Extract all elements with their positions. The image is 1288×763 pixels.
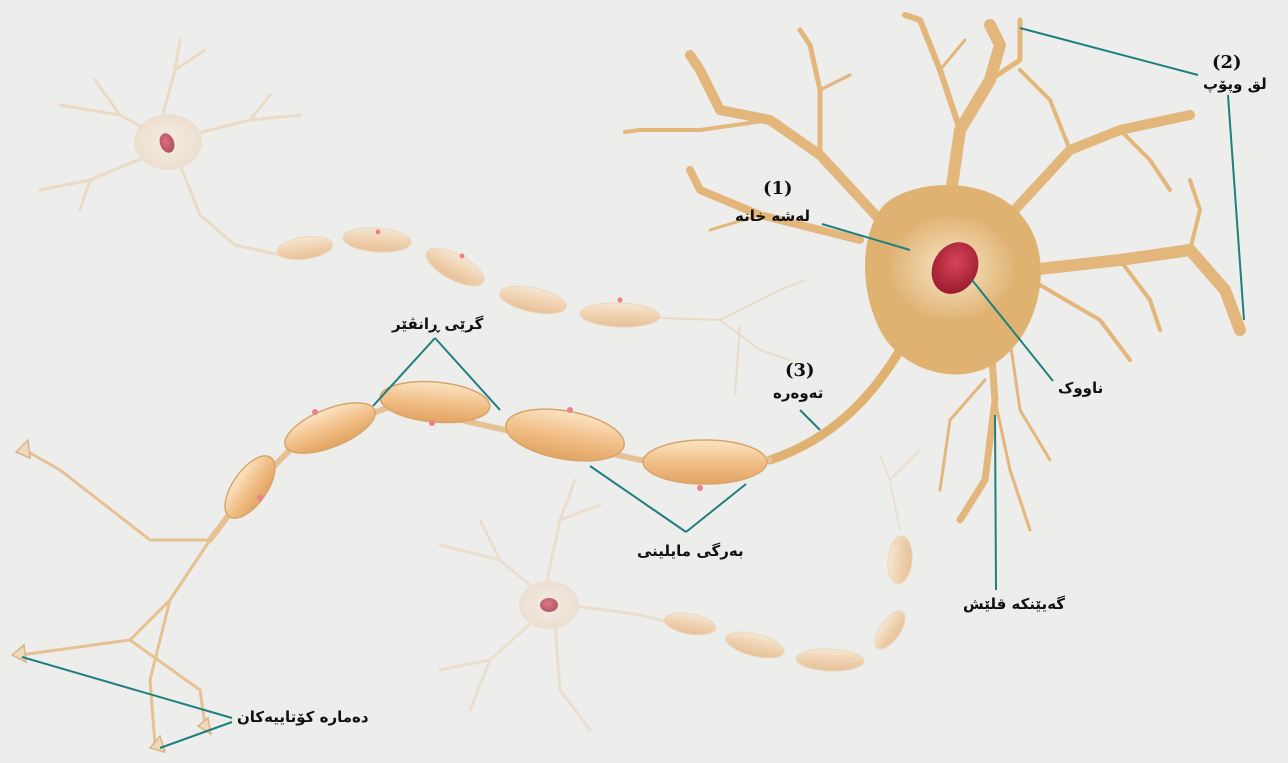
axon-number: (3): [785, 360, 815, 381]
nodes-of-ranvier-label: گرێی ڕانڤێر: [392, 315, 483, 333]
upper-left-neuron: [40, 40, 805, 395]
myelin-sheath-label: بەرگی مایلینی: [637, 542, 744, 560]
dendrites-label: لق وپۆپ: [1203, 75, 1267, 93]
axon-terminal-knobs: [12, 440, 211, 752]
lower-center-neuron: [440, 450, 920, 730]
main-cell-body: [865, 185, 1041, 374]
cell-body-label: لەشە خانە: [735, 207, 810, 225]
cell-body-number: (1): [763, 178, 793, 199]
axon-terminals-label: دەمارە کۆتاییەکان: [237, 708, 369, 726]
axon-hillock-label: گەیێنکە قلێش: [963, 595, 1065, 613]
nucleus-label: ناووک: [1058, 379, 1103, 397]
axon-label: تەوەرە: [773, 384, 823, 402]
dendrites-number: (2): [1212, 52, 1242, 73]
